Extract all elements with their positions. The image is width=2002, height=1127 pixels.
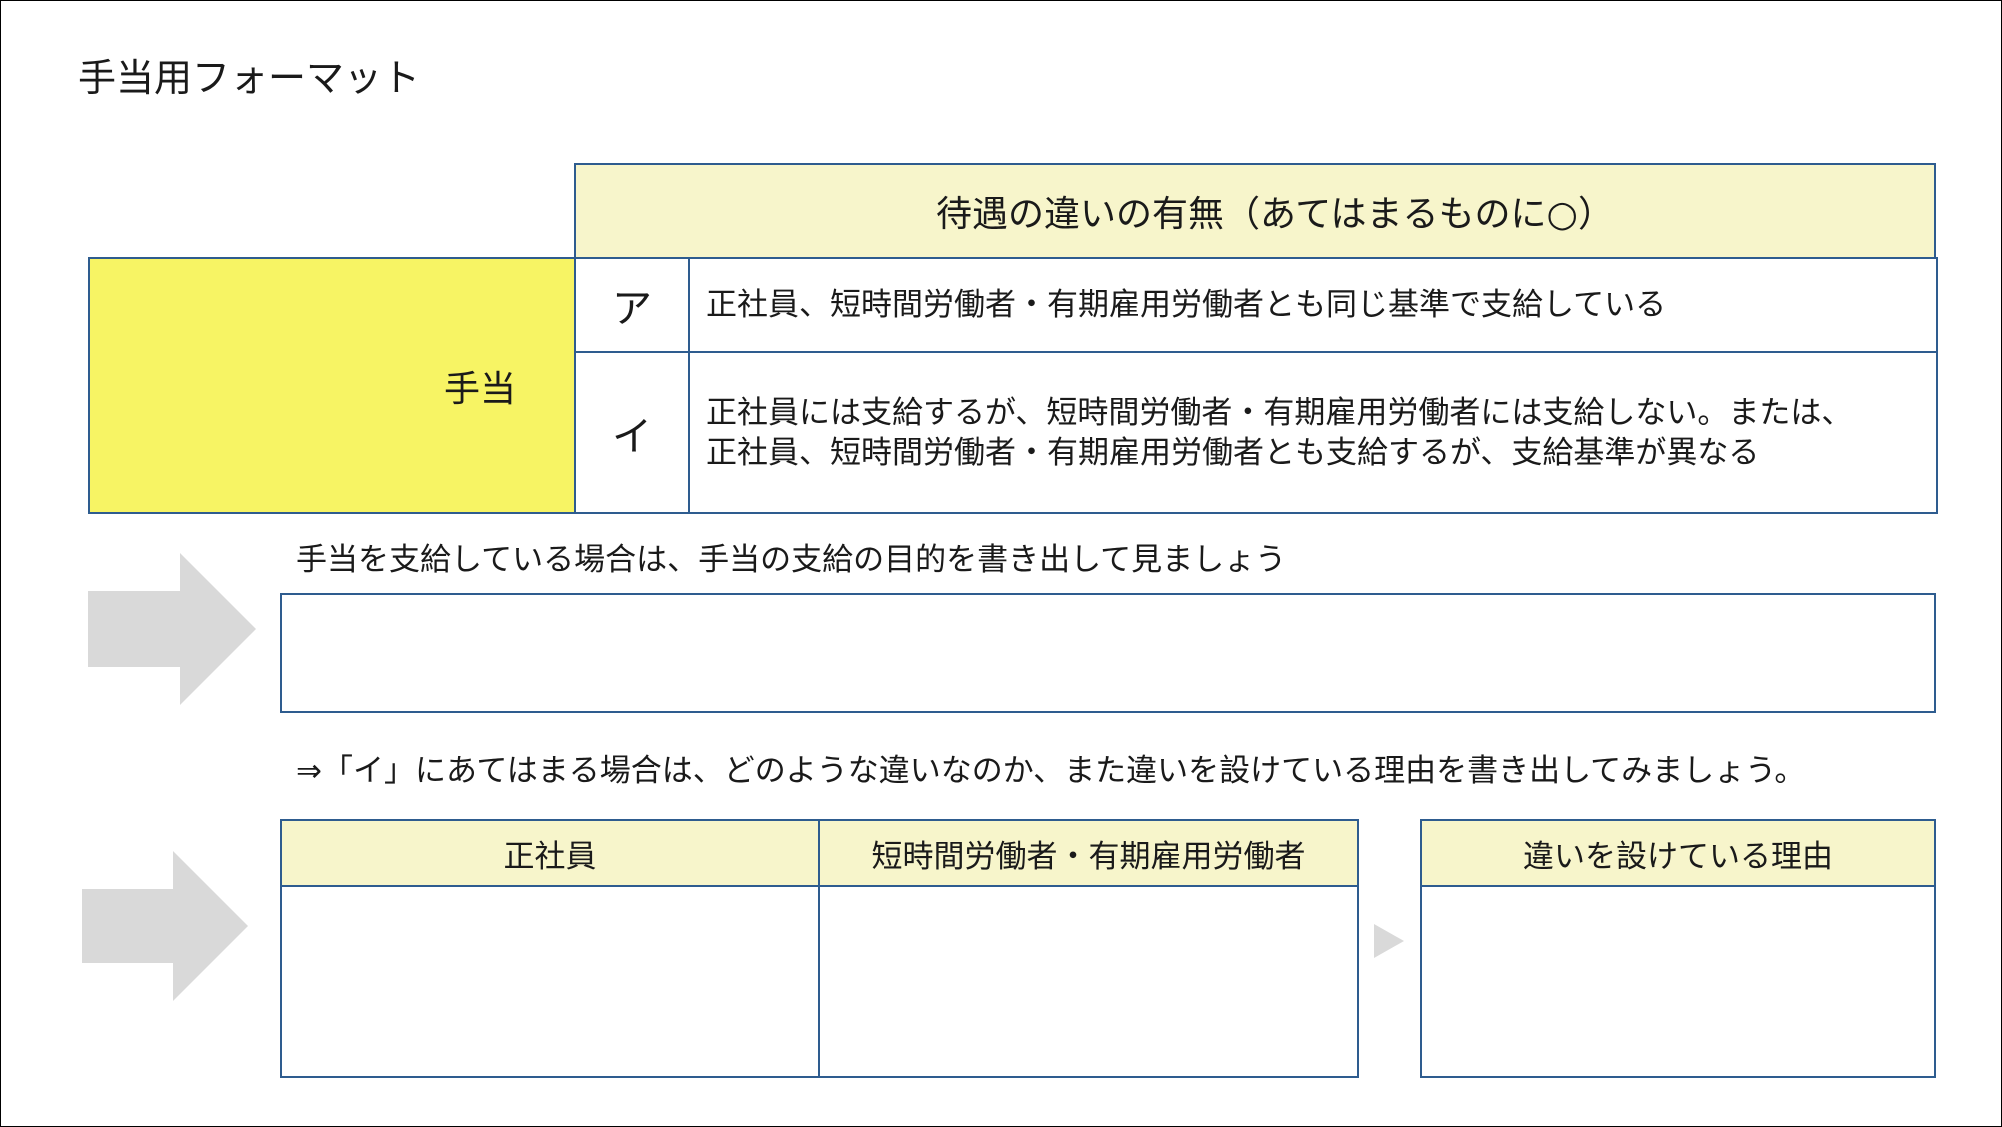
allowance-label-cell: 手当 bbox=[88, 257, 576, 514]
right-arrow-icon bbox=[88, 553, 256, 705]
reason-column-label: 違いを設けている理由 bbox=[1523, 838, 1833, 875]
allowance-label: 手当 bbox=[443, 368, 516, 410]
option-a-letter: ア bbox=[612, 286, 652, 332]
difference-prompt: ⇒「イ」にあてはまる場合は、どのような違いなのか、また違いを設けている理由を書き… bbox=[296, 753, 1806, 789]
part-time-input-cell[interactable] bbox=[818, 885, 1359, 1078]
option-i-letter: イ bbox=[612, 413, 652, 460]
option-i-select-cell[interactable]: イ bbox=[574, 351, 690, 514]
page-title: 手当用フォーマット bbox=[78, 56, 421, 100]
option-i-description-cell: 正社員には支給するが、短時間労働者・有期雇用労働者には支給しない。または、 正社… bbox=[688, 351, 1938, 514]
small-right-arrow-icon bbox=[1374, 924, 1404, 962]
purpose-input-box[interactable] bbox=[280, 593, 1936, 713]
option-a-description-line: 正社員、短時間労働者・有期雇用労働者とも同じ基準で支給している bbox=[706, 287, 1667, 323]
regular-employee-column-label: 正社員 bbox=[503, 838, 597, 875]
reason-input-cell[interactable] bbox=[1420, 885, 1936, 1078]
treatment-difference-header-label: 待遇の違いの有無（あてはまるものに○） bbox=[936, 194, 1614, 235]
right-arrow-icon bbox=[82, 851, 248, 1001]
option-i-description-line-1: 正社員には支給するが、短時間労働者・有期雇用労働者には支給しない。または、 bbox=[706, 394, 1853, 431]
purpose-prompt: 手当を支給している場合は、手当の支給の目的を書き出して見ましょう bbox=[296, 542, 1287, 578]
reason-column-header: 違いを設けている理由 bbox=[1420, 819, 1936, 887]
option-a-select-cell[interactable]: ア bbox=[574, 257, 690, 353]
regular-employee-column-header: 正社員 bbox=[280, 819, 820, 887]
option-a-description-cell: 正社員、短時間労働者・有期雇用労働者とも同じ基準で支給している bbox=[688, 257, 1938, 353]
part-time-column-header: 短時間労働者・有期雇用労働者 bbox=[818, 819, 1359, 887]
part-time-column-label: 短時間労働者・有期雇用労働者 bbox=[871, 838, 1306, 875]
regular-employee-input-cell[interactable] bbox=[280, 885, 820, 1078]
option-i-description-line-2: 正社員、短時間労働者・有期雇用労働者とも支給するが、支給基準が異なる bbox=[706, 434, 1760, 471]
treatment-difference-header: 待遇の違いの有無（あてはまるものに○） bbox=[574, 163, 1936, 259]
